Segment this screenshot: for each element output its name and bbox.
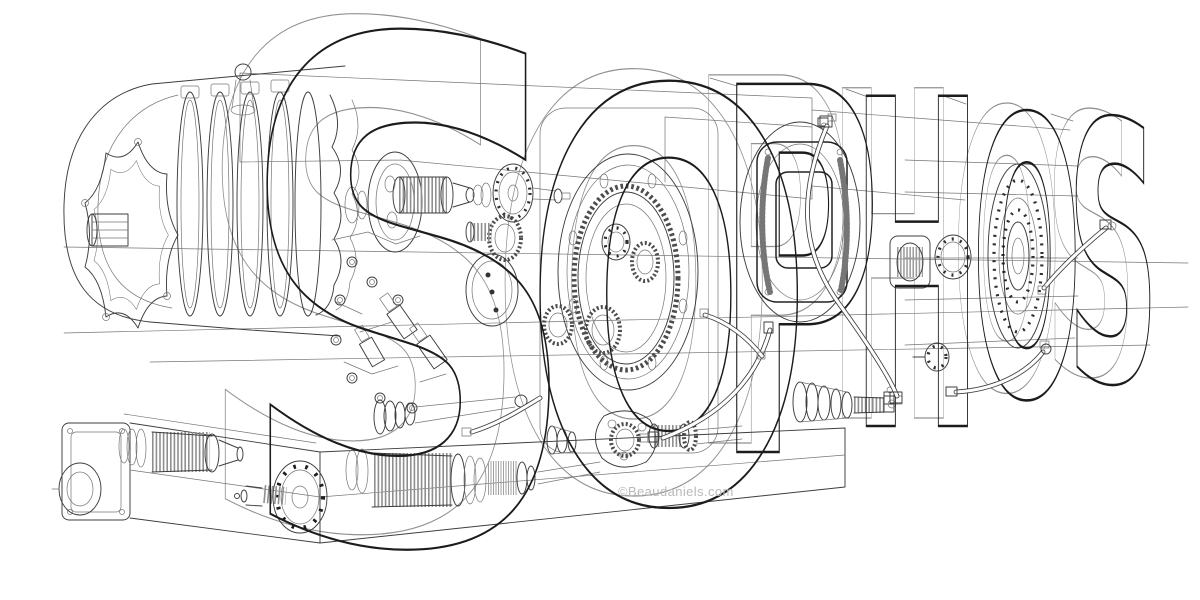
hose-fittings <box>461 115 1117 443</box>
letter-o-1: O <box>523 0 815 600</box>
letter-p: P <box>716 0 882 572</box>
letter-s2-extrusion: S <box>1045 43 1137 458</box>
bottom-rail <box>51 413 846 544</box>
letter-o1-extrusion: O <box>488 0 780 600</box>
hub-flange-o2 <box>987 163 1049 349</box>
letter-faces: S O P H O S <box>226 0 1161 600</box>
gear-plate-assembly <box>465 107 719 454</box>
cv-boot-right <box>792 381 897 423</box>
letter-s1-extrusion: S <box>187 0 540 600</box>
letter-h: H <box>852 6 982 533</box>
wavy-flange <box>84 141 179 329</box>
top-shaft-assembly <box>344 151 571 253</box>
mid-coupling <box>373 394 743 468</box>
watermark: ©Beaudaniels.com <box>618 484 734 499</box>
hoses <box>461 115 1117 443</box>
stator-clutch <box>739 113 861 323</box>
right-fittings-cluster <box>883 234 972 405</box>
injection-pump-cluster <box>330 231 519 414</box>
letter-s-2: S <box>1067 50 1159 465</box>
letter-h-extrusion: H <box>828 0 958 525</box>
engine-block <box>63 63 360 337</box>
letter-s-1: S <box>232 0 585 600</box>
